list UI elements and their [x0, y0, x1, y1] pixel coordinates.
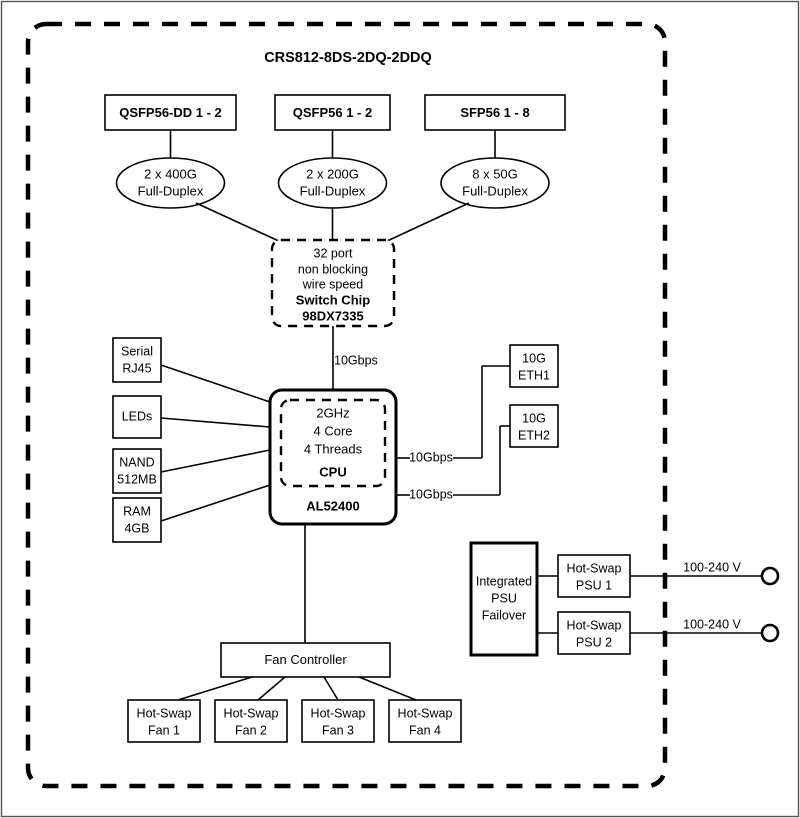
ethernet-eth2-line2: ETH2	[518, 428, 550, 442]
peripheral-box-nand[interactable]	[112, 448, 162, 494]
peripheral-nand-line1: NAND	[119, 455, 154, 469]
cpu-line1: 2GHz	[316, 405, 349, 420]
link-leds-cpu	[160, 417, 271, 428]
link-switch-cpu-label: 10Gbps	[334, 353, 378, 367]
psu-2-line2: PSU 2	[576, 635, 612, 649]
fan-4-line1: Hot-Swap	[398, 706, 453, 720]
psu-failover-line3: Failover	[482, 608, 526, 622]
psu-failover-box[interactable]	[469, 541, 539, 657]
speed-ellipse-50g-line1: 8 x 50G	[472, 166, 518, 181]
fan-3-line1: Hot-Swap	[311, 706, 366, 720]
switch-chip-line1: 32 port	[314, 246, 353, 260]
link-cpu-eth2-label: 10Gbps	[409, 487, 453, 501]
peripheral-box-leds[interactable]	[112, 395, 162, 439]
peripheral-ram-line2: 4GB	[124, 521, 149, 535]
peripheral-leds-line1: LEDs	[122, 409, 153, 423]
cpu-line3: 4 Threads	[304, 441, 363, 456]
psu-1-voltage-label: 100-240 V	[683, 560, 741, 574]
link-fc-fan1	[177, 676, 253, 701]
psu-2-line1: Hot-Swap	[567, 618, 622, 632]
cpu-line4: CPU	[319, 464, 346, 479]
ethernet-eth2-line1: 10G	[522, 411, 546, 425]
fan-1-line2: Fan 1	[148, 723, 180, 737]
cpu-core-box	[279, 398, 387, 488]
link-fc-fan3	[323, 676, 339, 701]
link-50g-switch	[384, 202, 470, 243]
mains-connector-2-icon	[760, 623, 780, 643]
link-400g-switch	[195, 202, 282, 243]
page-title: CRS812-8DS-2DQ-2DDQ	[264, 50, 432, 66]
cpu-model-label: AL52400	[306, 498, 359, 513]
switch-chip-line5: 98DX7335	[302, 308, 363, 323]
port-box-qsfp56dd-label: QSFP56-DD 1 - 2	[119, 105, 222, 120]
psu-1-line2: PSU 1	[576, 578, 612, 592]
cpu-line2: 4 Core	[313, 423, 352, 438]
peripheral-serial-rj45-line2: RJ45	[122, 361, 151, 375]
fan-box-3[interactable]	[301, 699, 375, 743]
fan-2-line2: Fan 2	[235, 723, 267, 737]
switch-chip-line2: non blocking	[298, 262, 368, 276]
speed-ellipse-200g-line2: Full-Duplex	[300, 183, 366, 198]
psu-box-1[interactable]	[557, 554, 631, 598]
link-serial-cpu	[160, 364, 271, 403]
link-fc-fan4	[358, 676, 417, 701]
speed-ellipse-400g[interactable]	[115, 157, 226, 209]
port-box-sfp56-label: SFP56 1 - 8	[460, 105, 529, 120]
switch-chip-line3: wire speed	[302, 277, 363, 291]
fan-controller-box[interactable]	[220, 642, 391, 678]
ethernet-eth1-line1: 10G	[522, 351, 546, 365]
fan-1-line1: Hot-Swap	[137, 706, 192, 720]
psu-failover-line1: Integrated	[476, 574, 532, 588]
fan-box-4[interactable]	[388, 699, 462, 743]
port-box-qsfp56dd[interactable]	[104, 94, 237, 131]
port-box-sfp56[interactable]	[424, 94, 566, 131]
peripheral-ram-line1: RAM	[123, 504, 151, 518]
port-box-qsfp56-label: QSFP56 1 - 2	[293, 105, 372, 120]
psu-2-voltage-label: 100-240 V	[683, 617, 741, 631]
switch-chip-box[interactable]	[270, 238, 396, 328]
link-nand-cpu	[160, 449, 271, 473]
link-ram-cpu	[160, 484, 271, 522]
peripheral-serial-rj45-line1: Serial	[121, 344, 153, 358]
mains-connector-1-icon	[760, 566, 780, 586]
cpu-package[interactable]	[268, 388, 398, 526]
link-fc-fan2	[257, 676, 286, 701]
peripheral-nand-line2: 512MB	[117, 472, 157, 486]
port-box-qsfp56[interactable]	[274, 94, 391, 131]
speed-ellipse-50g-line2: Full-Duplex	[462, 183, 528, 198]
fan-4-line2: Fan 4	[409, 723, 441, 737]
speed-ellipse-400g-line1: 2 x 400G	[144, 166, 197, 181]
link-cpu-eth1-label: 10Gbps	[409, 450, 453, 464]
ethernet-eth1-line2: ETH1	[518, 368, 550, 382]
speed-ellipse-50g[interactable]	[440, 157, 550, 209]
peripheral-box-ram[interactable]	[112, 497, 162, 543]
psu-1-line1: Hot-Swap	[567, 561, 622, 575]
ethernet-box-eth2[interactable]	[509, 404, 559, 448]
fan-box-2[interactable]	[214, 699, 288, 743]
fan-controller-label: Fan Controller	[264, 652, 347, 667]
switch-chip-line4: Switch Chip	[296, 292, 370, 307]
chassis-frame	[25, 21, 668, 789]
speed-ellipse-200g-line1: 2 x 200G	[306, 166, 359, 181]
fan-box-1[interactable]	[127, 699, 201, 743]
speed-ellipse-400g-line2: Full-Duplex	[138, 183, 204, 198]
fan-3-line2: Fan 3	[322, 723, 354, 737]
psu-failover-line2: PSU	[491, 591, 517, 605]
peripheral-box-serial-rj45[interactable]	[112, 337, 162, 383]
fan-2-line1: Hot-Swap	[224, 706, 279, 720]
